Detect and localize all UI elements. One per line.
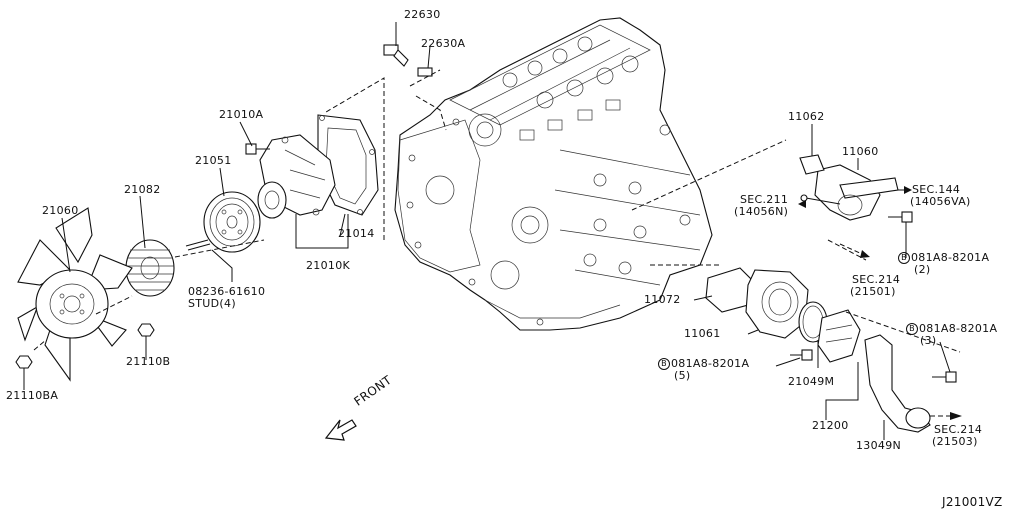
arrow-sec214a xyxy=(839,243,870,258)
bolt-circle-icon: B xyxy=(906,323,918,335)
fan-clutch xyxy=(125,239,175,297)
thermostat-21200 xyxy=(817,309,861,363)
callout-stud-qty: STUD(4) xyxy=(188,297,236,310)
callout-11062: 11062 xyxy=(788,110,825,123)
callout-bolt-2-qty: (2) xyxy=(914,263,931,276)
temperature-sensor xyxy=(383,44,433,77)
callout-11061: 11061 xyxy=(684,327,721,340)
water-outlet-11060 xyxy=(814,164,899,221)
water-inlet-13049n xyxy=(864,334,931,433)
callout-11060: 11060 xyxy=(842,145,879,158)
callout-sec211: SEC.211 xyxy=(740,193,789,206)
callout-sec144-ref: (14056VA) xyxy=(910,195,971,208)
bolt-code: 081A8-8201A xyxy=(911,251,990,264)
bolt-circle-icon: B xyxy=(898,252,910,264)
front-arrow-icon xyxy=(324,419,357,441)
callout-22630a: 22630A xyxy=(421,37,466,50)
bolt-081a8-2 xyxy=(888,211,913,223)
gasket-11062 xyxy=(799,154,825,175)
engine-block xyxy=(394,17,713,331)
callout-13049n: 13049N xyxy=(856,439,902,452)
arrow-sec211 xyxy=(798,200,806,208)
cooling-fan xyxy=(17,207,133,382)
callout-11072: 11072 xyxy=(644,293,681,306)
callout-sec214-a: SEC.214 xyxy=(852,273,901,286)
bolt-081a8-3 xyxy=(932,371,957,383)
callout-21010a: 21010A xyxy=(219,108,264,121)
callout-21110b: 21110B xyxy=(126,355,171,368)
callout-sec144: SEC.144 xyxy=(912,183,961,196)
callout-sec214-a-ref: (21501) xyxy=(850,285,896,298)
bolt-code: 081A8-8201A xyxy=(671,357,750,370)
thermostat-housing-11061 xyxy=(745,269,809,339)
bolt-081a8-5 xyxy=(790,349,813,361)
fan-nut-21110ba xyxy=(15,355,33,369)
callout-21051: 21051 xyxy=(195,154,232,167)
callout-bolt-5-qty: (5) xyxy=(674,369,691,382)
callout-21200: 21200 xyxy=(812,419,849,432)
callout-08236-61610: 08236-61610 xyxy=(188,285,266,298)
callout-21082: 21082 xyxy=(124,183,161,196)
fan-nut-21110b xyxy=(137,323,155,337)
stud xyxy=(185,239,211,251)
callout-sec214-b-ref: (21503) xyxy=(932,435,978,448)
water-pump-pulley xyxy=(203,191,261,253)
water-pump xyxy=(257,134,336,219)
bolt-code: 081A8-8201A xyxy=(919,322,998,335)
callout-sec214-b: SEC.214 xyxy=(934,423,983,436)
callout-21060: 21060 xyxy=(42,204,79,217)
bolt-circle-icon: B xyxy=(658,358,670,370)
diagram-id: J21001VZ xyxy=(942,495,1003,509)
callout-22630: 22630 xyxy=(404,8,441,21)
gasket-11072 xyxy=(705,267,753,313)
callout-21010k: 21010K xyxy=(306,259,351,272)
arrow-sec214b xyxy=(930,412,962,420)
callout-21049m: 21049M xyxy=(788,375,835,388)
callout-21110ba: 21110BA xyxy=(6,389,59,402)
callout-sec211-ref: (14056N) xyxy=(734,205,789,218)
arrow-sec144 xyxy=(898,186,912,194)
callout-bolt-3-qty: (3) xyxy=(920,334,937,347)
callout-21014: 21014 xyxy=(338,227,375,240)
